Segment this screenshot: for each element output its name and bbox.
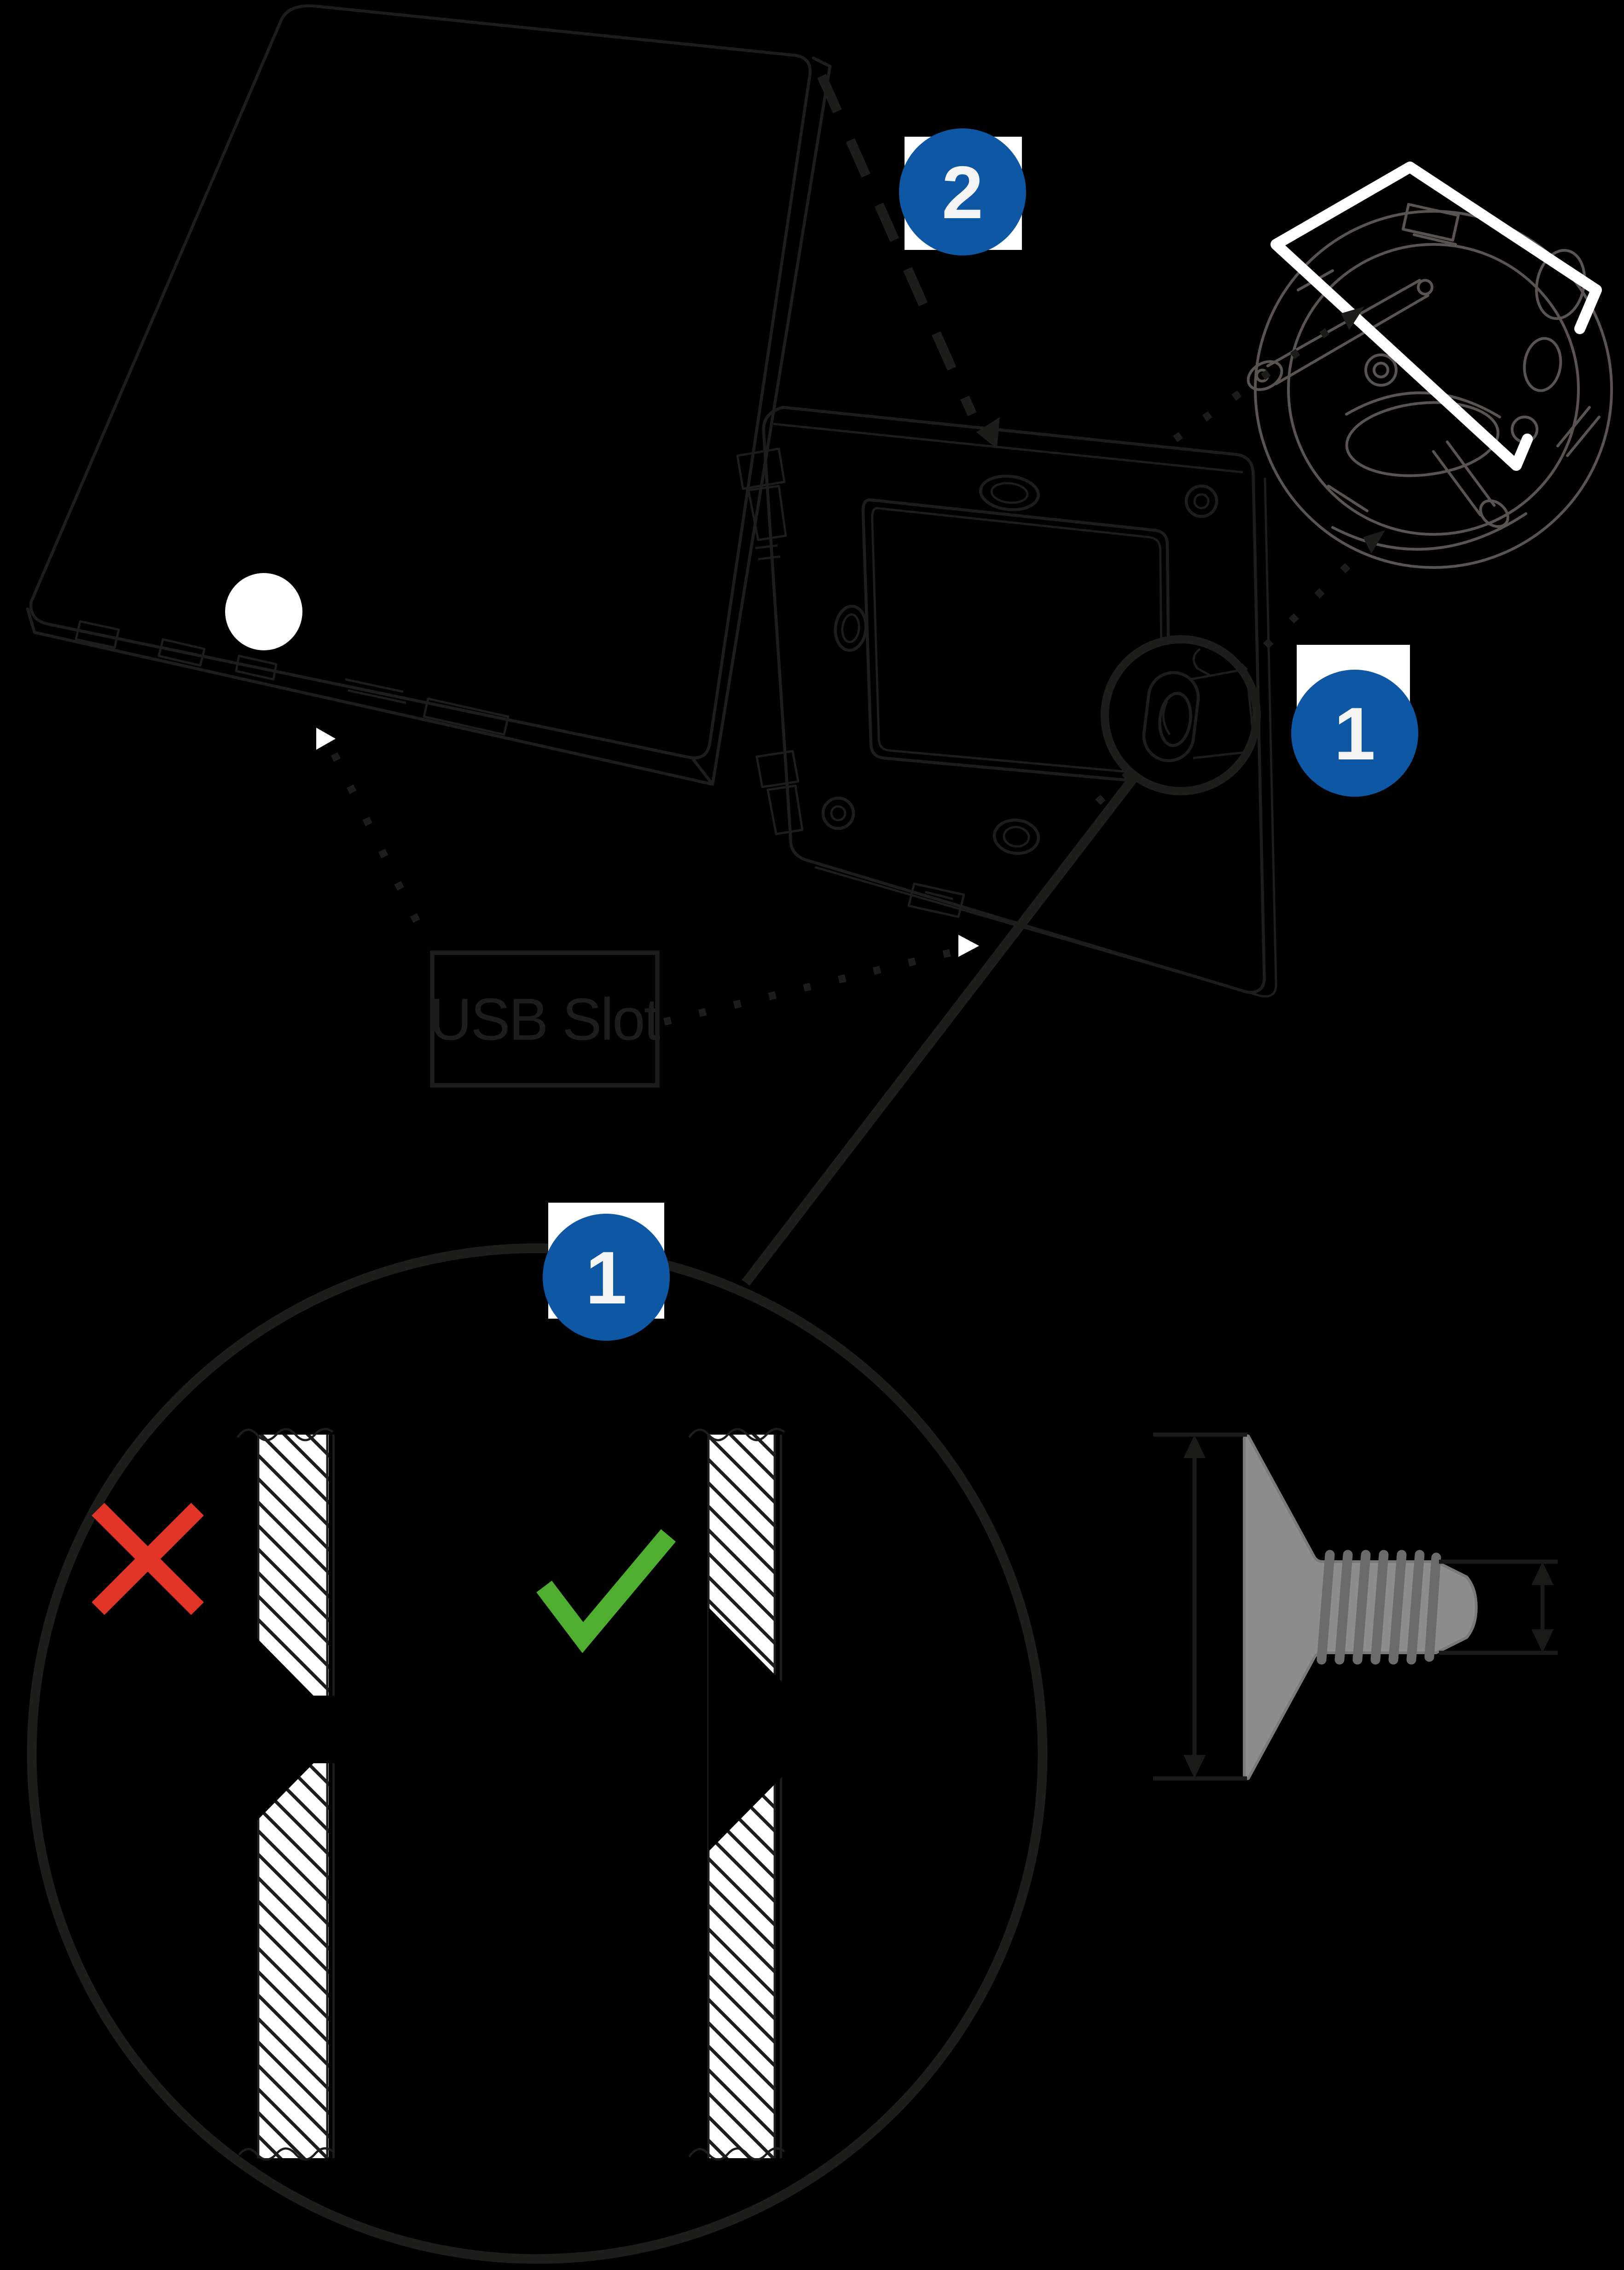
screw-thread xyxy=(1406,1550,1425,1665)
wall-box-screw-head-lower xyxy=(1479,499,1509,528)
wall-box-post-tip xyxy=(1417,279,1433,295)
wall-box-knockout-2 xyxy=(1523,337,1562,392)
frame-clip-bottom-left xyxy=(755,750,804,835)
badge-number: 2 xyxy=(942,151,983,234)
frame-slot-bottom xyxy=(992,818,1040,855)
leader-arrowhead-lower-icon xyxy=(1363,530,1385,554)
led-dot-icon xyxy=(225,573,302,650)
frame-slot-bottom-inner xyxy=(1003,826,1030,848)
screw-thread xyxy=(1352,1550,1371,1665)
frame-slot-top-inner xyxy=(990,482,1029,504)
badge-circle xyxy=(543,1214,670,1341)
screw-dimension-figure xyxy=(1153,1432,1558,1781)
badge-number: 1 xyxy=(586,1236,627,1320)
dimension-lines-right xyxy=(1439,1559,1558,1655)
wall-box-center-hole-inner xyxy=(1373,362,1389,378)
wall-box xyxy=(1247,162,1613,569)
wall-box-inner-rim xyxy=(1287,243,1580,536)
frame-usb-notch xyxy=(907,882,965,918)
dimension-arrows-right-icon xyxy=(1531,1562,1554,1653)
magnifier-screw-boss xyxy=(1142,671,1200,762)
usb-callout: USB Slot xyxy=(316,728,979,1088)
usb-label-box xyxy=(430,950,660,1088)
badge-number: 1 xyxy=(1334,692,1375,776)
wall-band-correct-break-lines xyxy=(688,1428,785,2161)
frame-to-box-leaders xyxy=(1095,307,1385,805)
dotted-leader-line-lower-a xyxy=(1095,767,1135,805)
badge-step-2: 2 xyxy=(899,128,1026,255)
wall-box-tabs xyxy=(1297,269,1601,512)
dotted-leader-line-lower-b xyxy=(1237,544,1370,674)
dimension-lines-left xyxy=(1153,1432,1247,1781)
frame-slot-top xyxy=(979,475,1040,511)
green-check-icon xyxy=(536,1529,676,1653)
frame-screw-hole-bl xyxy=(821,796,855,830)
frame-top-inner-line xyxy=(773,423,1243,474)
frame-back-plate xyxy=(814,477,1277,998)
dimension-shaft-depth xyxy=(1439,1559,1558,1655)
frame-clip-top-left xyxy=(736,447,787,561)
wall-box-screw-head-upper xyxy=(1247,360,1283,391)
badge-circle xyxy=(1291,670,1418,797)
magnifier-circle-icon xyxy=(1101,635,1261,795)
frame-slot-left xyxy=(834,604,868,652)
dotted-leader-device-to-label xyxy=(331,752,433,949)
magnifier-screw-hole xyxy=(1158,691,1192,747)
wall-box-screw-post-lower xyxy=(1432,440,1496,516)
wall-box-arc xyxy=(1345,391,1501,418)
white-triangle-pointer-device-icon xyxy=(316,728,336,750)
screw-depth-detail xyxy=(27,1243,1048,2264)
magnifier-detail xyxy=(1101,635,1261,795)
detail-circle xyxy=(27,1243,1048,2264)
panel-front-face xyxy=(29,4,812,759)
screw-thread xyxy=(1424,1552,1441,1662)
screw-thread xyxy=(1388,1550,1407,1665)
wall-box-top-clamp xyxy=(1402,203,1460,246)
dotted-leader-label-to-frame xyxy=(663,949,951,1026)
wall-section-wrong xyxy=(226,1428,501,2161)
usb-label-text: USB Slot xyxy=(429,986,660,1053)
wall-box-knockout-1 xyxy=(1535,249,1586,320)
screw-thread xyxy=(1334,1550,1353,1665)
badge-step-1: 1 xyxy=(1291,645,1418,797)
wall-box-bottom-rim xyxy=(1331,512,1527,551)
screw-thread xyxy=(1370,1550,1389,1665)
panel-bottom-clips xyxy=(75,620,278,681)
panel-side-bottom xyxy=(26,607,714,786)
wall-box-bottom-hole xyxy=(1345,401,1500,477)
dashed-arrowhead-icon xyxy=(976,417,1000,449)
dimension-head-height xyxy=(1153,1432,1247,1781)
frame-screw-hole-bl-inner xyxy=(830,805,847,822)
frame-slot-left-inner xyxy=(841,613,860,643)
white-triangle-pointer-frame-icon xyxy=(958,935,979,957)
wall-box-center-hole xyxy=(1364,353,1398,387)
panel-side-right xyxy=(691,56,832,786)
dashed-motion-arrow-icon xyxy=(817,74,977,417)
panel-bottom-connector xyxy=(345,678,510,736)
frame-outer-edge xyxy=(762,405,1266,994)
screw-silhouette-flush xyxy=(708,1607,980,1852)
magnifier-pointer-line xyxy=(742,773,1139,1286)
screw-silhouette-proud xyxy=(226,1607,501,1852)
screw-threads xyxy=(1317,1550,1441,1665)
magnifier-details xyxy=(1162,648,1243,759)
leader-arrowhead-upper-icon xyxy=(1341,307,1364,330)
badge-circle xyxy=(899,128,1026,255)
screw-thread xyxy=(1317,1550,1335,1665)
frame-screw-hole-tr-inner xyxy=(1193,493,1210,510)
wall-section-correct xyxy=(688,1428,980,2161)
frame-screw-hole-tr xyxy=(1184,484,1218,518)
badge-step-1-detail: 1 xyxy=(543,1203,670,1341)
wall-band-wrong-break-lines xyxy=(237,1428,334,2161)
touch-panel xyxy=(26,4,832,786)
red-cross-icon xyxy=(92,1503,204,1615)
